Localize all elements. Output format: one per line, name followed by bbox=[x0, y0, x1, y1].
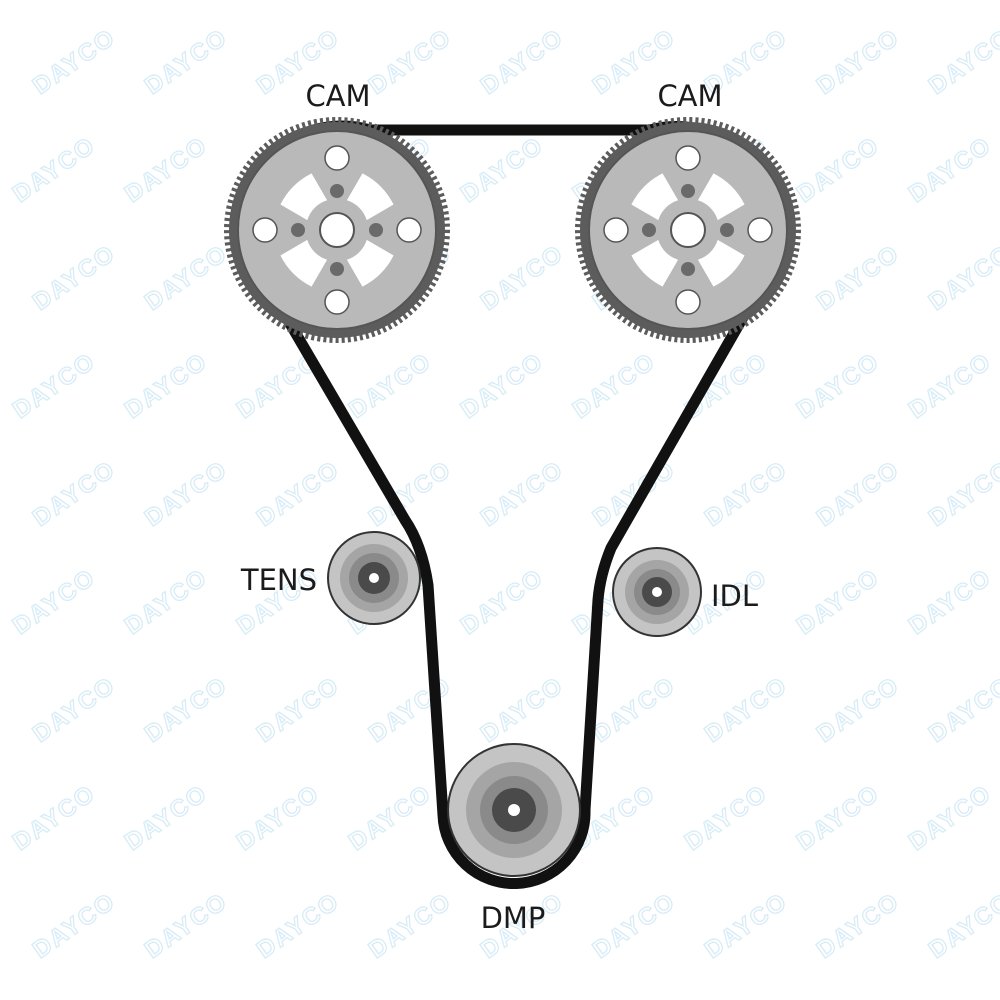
watermark-text: DAYCO bbox=[140, 240, 233, 316]
watermark-text: DAYCO bbox=[812, 456, 905, 532]
watermark-text: DAYCO bbox=[140, 672, 233, 748]
right-cam-label: CAM bbox=[657, 79, 722, 113]
watermark-text: DAYCO bbox=[252, 888, 345, 964]
damper-pulley bbox=[447, 743, 581, 877]
watermark-text: DAYCO bbox=[120, 132, 213, 208]
watermark-text: DAYCO bbox=[476, 672, 569, 748]
watermark-text: DAYCO bbox=[28, 240, 121, 316]
watermark-text: DAYCO bbox=[28, 672, 121, 748]
watermark-text: DAYCO bbox=[812, 888, 905, 964]
watermark-text: DAYCO bbox=[120, 564, 213, 640]
watermark-text: DAYCO bbox=[8, 348, 101, 424]
left-cam-sprocket bbox=[224, 117, 450, 343]
watermark-text: DAYCO bbox=[364, 24, 457, 100]
watermark-text: DAYCO bbox=[344, 780, 437, 856]
watermark-text: DAYCO bbox=[252, 456, 345, 532]
watermark-text: DAYCO bbox=[924, 456, 1000, 532]
watermark-text: DAYCO bbox=[252, 672, 345, 748]
watermark-text: DAYCO bbox=[8, 132, 101, 208]
tensioner-label: TENS bbox=[240, 563, 317, 597]
watermark-text: DAYCO bbox=[476, 240, 569, 316]
watermark-text: DAYCO bbox=[924, 24, 1000, 100]
watermark-text: DAYCO bbox=[792, 564, 885, 640]
watermark-text: DAYCO bbox=[476, 24, 569, 100]
watermark-text: DAYCO bbox=[812, 240, 905, 316]
watermark-text: DAYCO bbox=[700, 672, 793, 748]
watermark-text: DAYCO bbox=[28, 456, 121, 532]
watermark-text: DAYCO bbox=[28, 24, 121, 100]
watermark-text: DAYCO bbox=[792, 348, 885, 424]
watermark-text: DAYCO bbox=[904, 348, 997, 424]
watermark-text: DAYCO bbox=[904, 780, 997, 856]
watermark-text: DAYCO bbox=[28, 888, 121, 964]
idler-pulley bbox=[612, 547, 702, 637]
watermark-text: DAYCO bbox=[588, 456, 681, 532]
watermark-text: DAYCO bbox=[588, 888, 681, 964]
watermark-text: DAYCO bbox=[140, 888, 233, 964]
watermark-text: DAYCO bbox=[8, 564, 101, 640]
watermark-text: DAYCO bbox=[700, 456, 793, 532]
damper-label: DMP bbox=[481, 901, 546, 935]
watermark-text: DAYCO bbox=[120, 780, 213, 856]
watermark-text: DAYCO bbox=[364, 888, 457, 964]
watermark-text: DAYCO bbox=[904, 564, 997, 640]
sprocket-web bbox=[280, 173, 394, 287]
watermark-text: DAYCO bbox=[8, 780, 101, 856]
watermark-text: DAYCO bbox=[344, 348, 437, 424]
watermark-text: DAYCO bbox=[456, 564, 549, 640]
watermark-text: DAYCO bbox=[904, 132, 997, 208]
watermark-text: DAYCO bbox=[588, 672, 681, 748]
left-cam-label: CAM bbox=[305, 79, 370, 113]
watermark-text: DAYCO bbox=[924, 672, 1000, 748]
watermark-text: DAYCO bbox=[924, 240, 1000, 316]
watermark-text: DAYCO bbox=[812, 672, 905, 748]
watermark-text: DAYCO bbox=[568, 348, 661, 424]
watermark-text: DAYCO bbox=[140, 456, 233, 532]
watermark-text: DAYCO bbox=[924, 888, 1000, 964]
watermark-text: DAYCO bbox=[140, 24, 233, 100]
watermark-text: DAYCO bbox=[456, 348, 549, 424]
sprocket-web bbox=[631, 173, 745, 287]
watermark-text: DAYCO bbox=[680, 780, 773, 856]
watermark-text: DAYCO bbox=[456, 132, 549, 208]
watermark-text: DAYCO bbox=[232, 780, 325, 856]
watermark-text: DAYCO bbox=[792, 132, 885, 208]
watermark-text: DAYCO bbox=[792, 780, 885, 856]
idler-label: IDL bbox=[711, 579, 758, 613]
watermark-text: DAYCO bbox=[476, 456, 569, 532]
watermark-text: DAYCO bbox=[812, 24, 905, 100]
right-cam-sprocket bbox=[575, 117, 801, 343]
watermark-text: DAYCO bbox=[120, 348, 213, 424]
watermark-text: DAYCO bbox=[700, 888, 793, 964]
tensioner-pulley bbox=[327, 531, 421, 625]
